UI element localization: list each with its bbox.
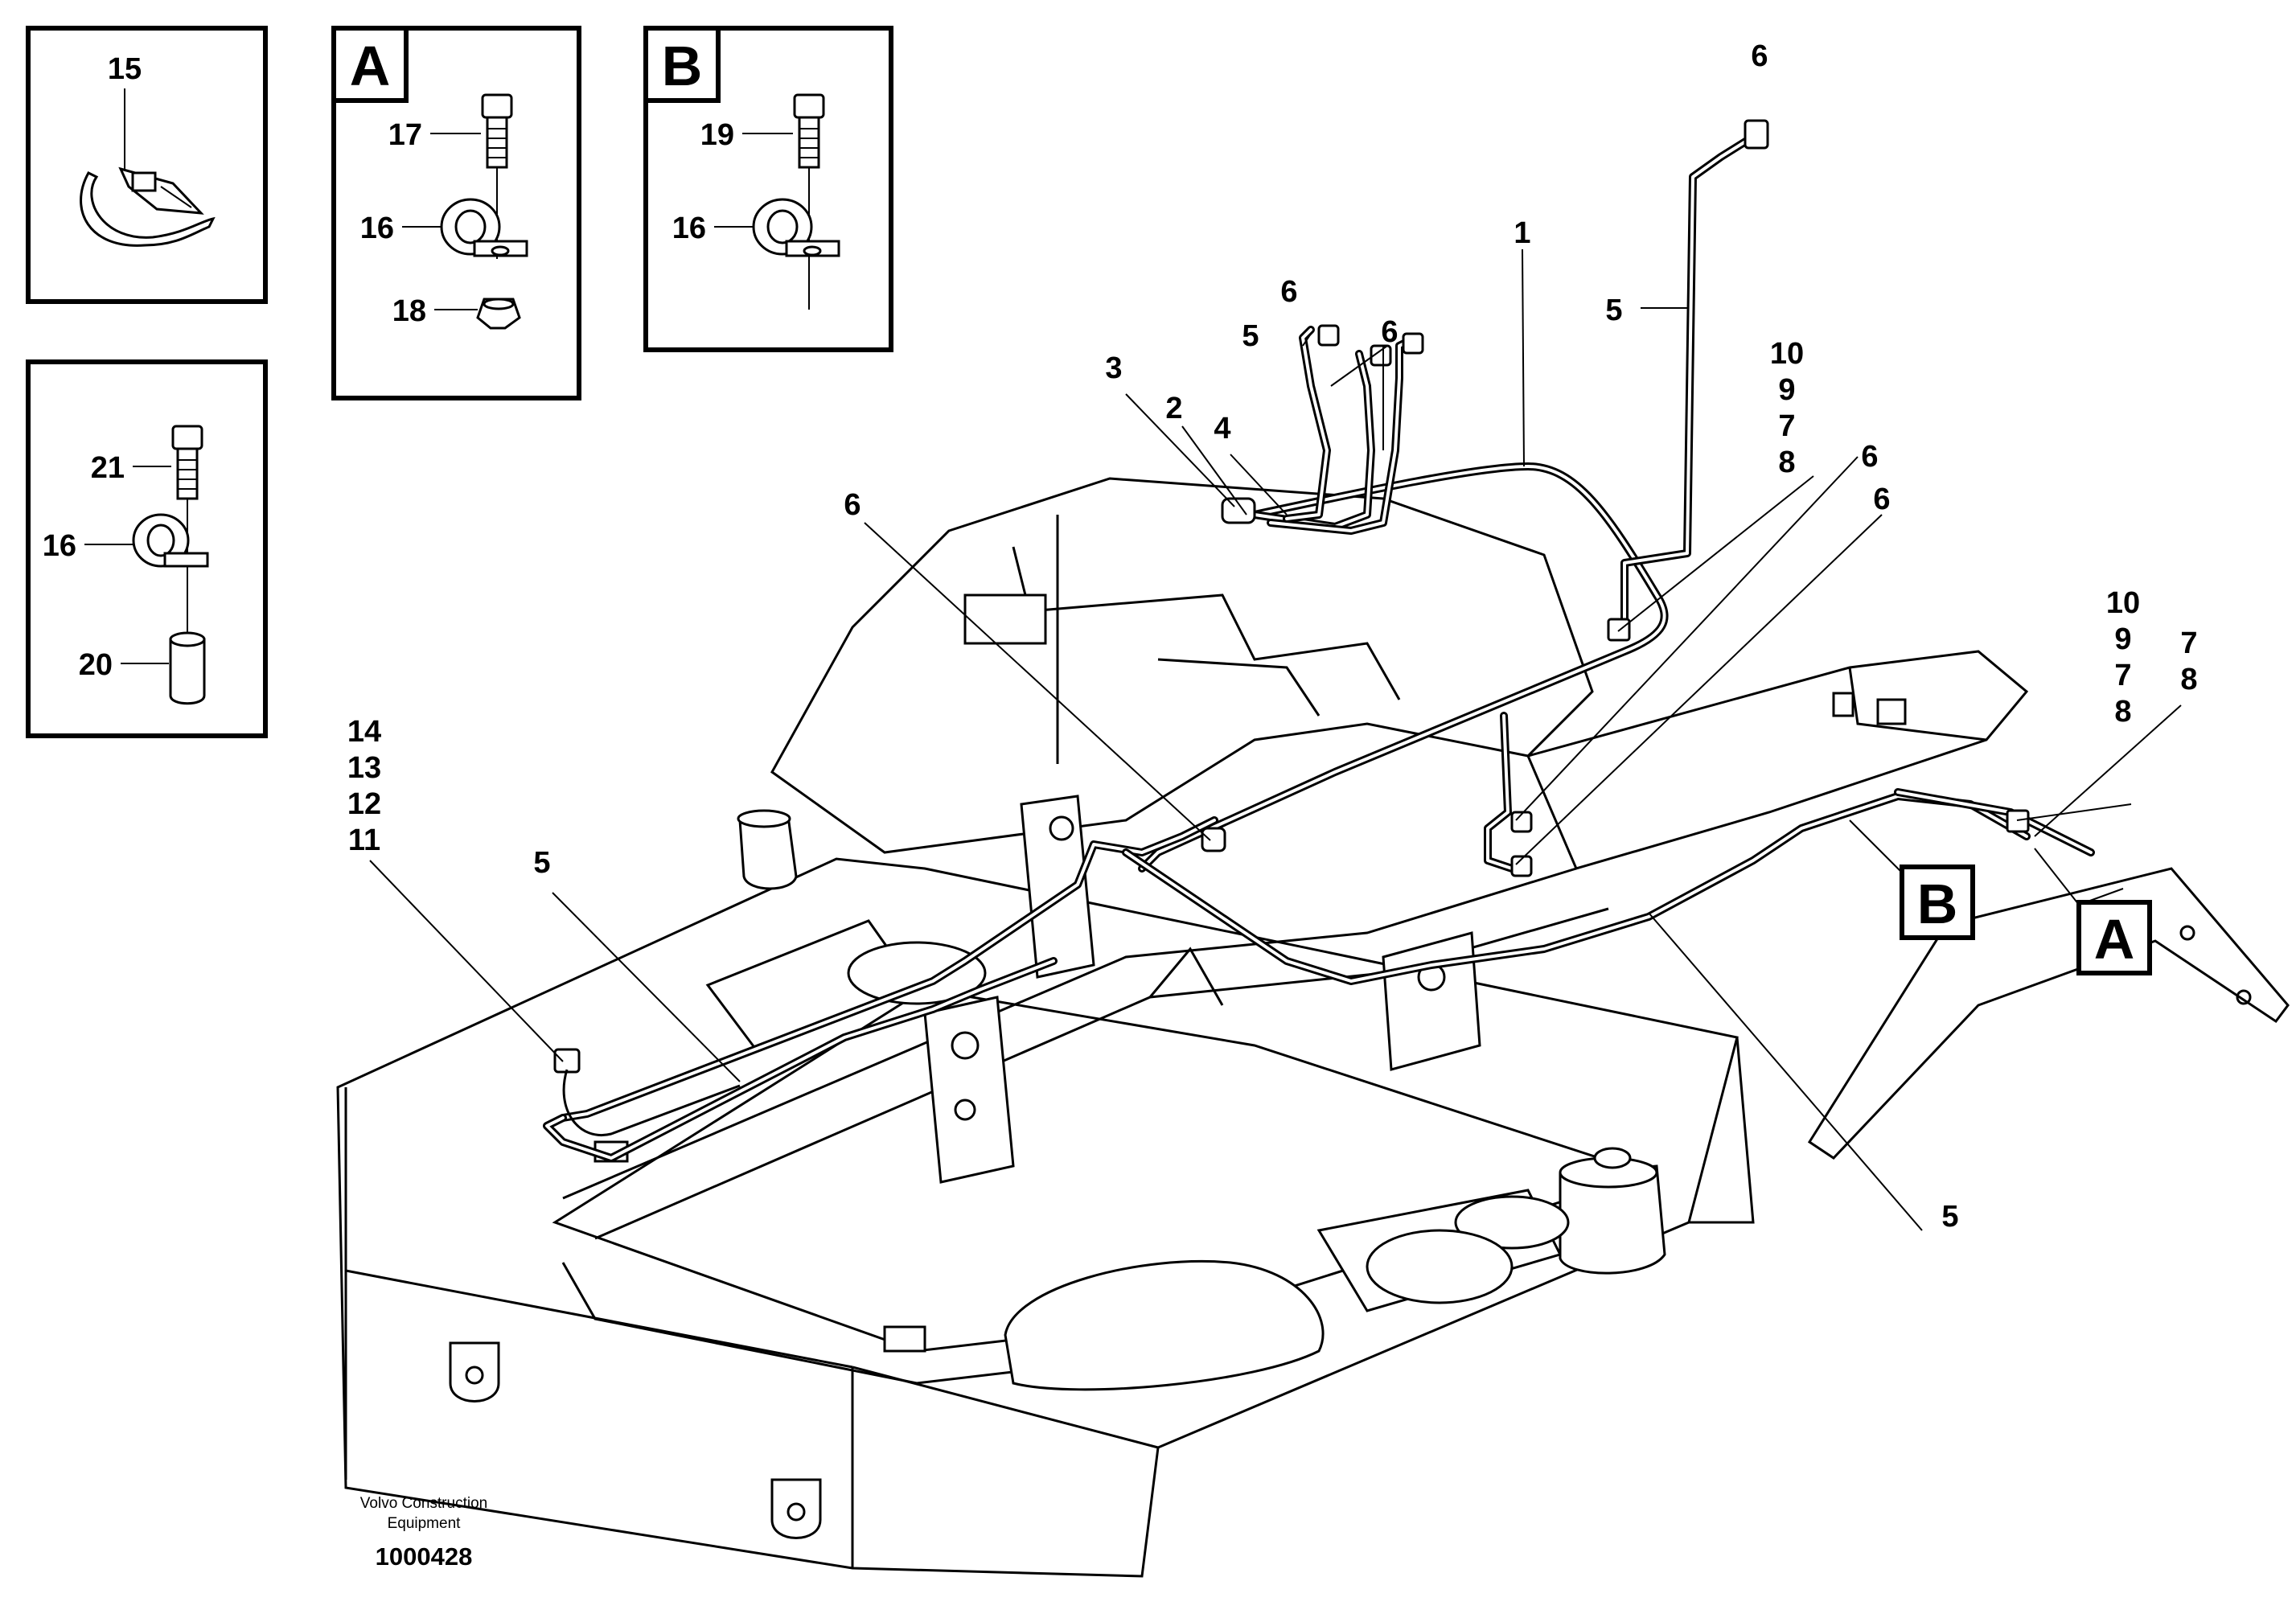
callout-5-top: 5 — [1242, 319, 1259, 353]
detail-box-b: B 19 16 — [643, 26, 893, 352]
svg-text:A: A — [2094, 908, 2135, 971]
callout-6-top: 6 — [1751, 39, 1768, 73]
detail-letter-b: B — [662, 35, 703, 97]
connector-6-b — [1402, 332, 1424, 355]
detail-box-clamp: 15 — [26, 26, 268, 304]
cover-plate-1 — [847, 941, 987, 1005]
pillar-center — [1382, 931, 1481, 1071]
label-18: 18 — [392, 294, 426, 328]
callout-2: 2 — [1165, 392, 1182, 425]
callout-8-top: 8 — [1778, 446, 1795, 479]
connector-left — [553, 1048, 581, 1074]
label-16-c: 16 — [43, 529, 76, 563]
chassis-lower-slab — [336, 857, 1739, 1578]
brand-line-1: Volvo Construction — [360, 1495, 487, 1512]
nut-icon — [476, 298, 521, 330]
detail-box-spacer: 21 16 20 — [26, 359, 268, 738]
callout-1: 1 — [1514, 216, 1530, 250]
brand-line-2: Equipment — [388, 1515, 462, 1532]
callout-stack-left: 14 13 12 11 — [347, 715, 381, 857]
callout-6-right1: 6 — [1861, 440, 1878, 474]
label-17: 17 — [388, 118, 422, 152]
p-clip-icon — [752, 198, 840, 257]
label-19: 19 — [700, 118, 734, 152]
callout-6-left: 6 — [844, 488, 860, 522]
svg-text:B: B — [1917, 873, 1958, 935]
callout-7-right: 7 — [2114, 659, 2131, 692]
cover-plate-2 — [1454, 1195, 1570, 1250]
callout-9-top: 9 — [1778, 373, 1795, 407]
bolt-icon — [793, 93, 825, 169]
callout-5-right-top: 5 — [1605, 294, 1622, 327]
access-panel-oval — [1004, 1259, 1325, 1391]
detail-box-a: A 17 16 18 — [331, 26, 581, 400]
fuel-filter-icon — [737, 809, 798, 890]
connector-2-3 — [1221, 497, 1256, 524]
callout-10-top: 10 — [1770, 337, 1804, 371]
hose-clamp-icon — [80, 166, 216, 247]
footer: Volvo Construction Equipment 1000428 — [360, 1495, 487, 1571]
callout-5-bottom: 5 — [1941, 1200, 1958, 1234]
bolt-icon — [481, 93, 513, 169]
rear-arm — [1807, 867, 2290, 1160]
connector-center — [1201, 827, 1226, 852]
p-clip-icon — [440, 198, 528, 257]
detail-letter-a: A — [350, 35, 391, 97]
callout-8-right: 8 — [2114, 695, 2131, 729]
callout-6-b: 6 — [1381, 315, 1398, 349]
callout-7-right2: 7 — [2180, 626, 2197, 660]
reference-tag-b: B — [1900, 864, 1975, 940]
lifting-lug-left — [449, 1341, 500, 1402]
callout-14: 14 — [347, 715, 381, 749]
callout-11: 11 — [348, 823, 380, 857]
callout-6-right2: 6 — [1873, 483, 1890, 516]
label-20: 20 — [79, 648, 113, 682]
connector-top-right — [1744, 119, 1769, 150]
label-16-a: 16 — [360, 212, 394, 245]
callout-6-a: 6 — [1280, 275, 1297, 309]
callout-leaders — [369, 248, 2182, 1231]
callout-13: 13 — [347, 751, 381, 785]
machine-frame-illustration — [336, 477, 2290, 1578]
p-clip-icon — [132, 513, 209, 568]
callout-5-left: 5 — [533, 846, 550, 880]
callout-3: 3 — [1105, 351, 1122, 385]
connector-6-c — [1370, 344, 1392, 367]
counterweight-block — [770, 477, 1594, 854]
callout-10-right: 10 — [2106, 586, 2140, 620]
connector-far-right — [2006, 809, 2030, 833]
label-16-b: 16 — [672, 212, 706, 245]
connector-6-a — [1317, 324, 1340, 347]
lifting-lug-bottom — [770, 1478, 822, 1539]
callout-numbers: 1 2 3 4 5 5 5 5 6 6 6 6 6 6 10 9 7 8 10 … — [347, 39, 2198, 1234]
connector-6-d — [1510, 811, 1533, 833]
bolt-icon — [171, 425, 203, 500]
callout-stack-right: 10 9 7 8 — [2106, 586, 2140, 729]
label-15: 15 — [108, 52, 142, 86]
callout-7-top: 7 — [1778, 409, 1795, 443]
hydraulic-lines — [543, 119, 2095, 1162]
cover-plate-3 — [1366, 1229, 1514, 1304]
label-21: 21 — [91, 451, 125, 485]
callout-9-right: 9 — [2114, 622, 2131, 656]
callout-stack-right2: 7 8 — [2180, 626, 2197, 696]
callout-8-right2: 8 — [2180, 663, 2197, 696]
drawing-number: 1000428 — [376, 1542, 473, 1571]
bracket-plate — [923, 996, 1015, 1184]
battery-tank-icon — [1559, 1147, 1666, 1275]
callout-4: 4 — [1214, 412, 1230, 446]
callout-stack-top: 10 9 7 8 — [1770, 337, 1804, 479]
callout-12: 12 — [347, 787, 381, 821]
side-beam-right — [1526, 650, 2029, 870]
connector-6-e — [1510, 855, 1533, 877]
reference-tag-a: A — [2076, 900, 2152, 975]
spacer-sleeve-icon — [169, 631, 206, 705]
